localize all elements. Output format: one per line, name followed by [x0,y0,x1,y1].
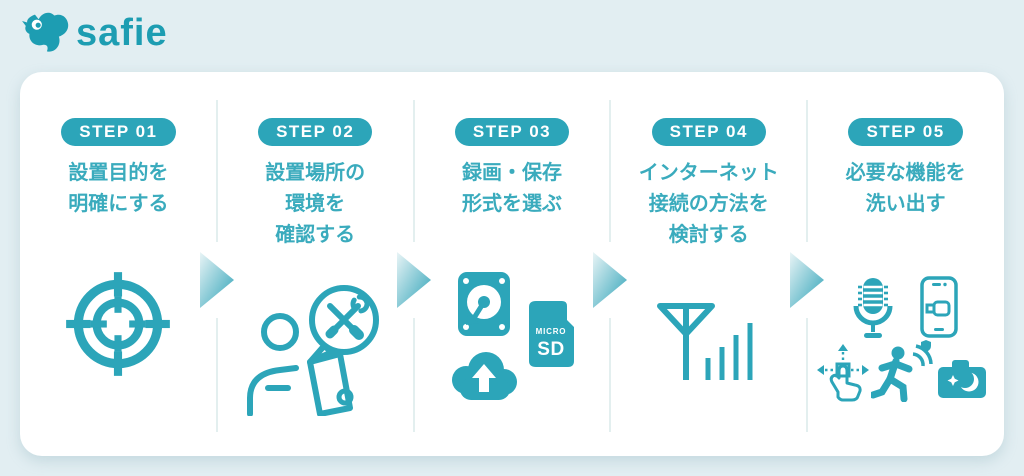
step-column-2: STEP 02 設置場所の 環境を 確認する [217,72,431,456]
divider [215,318,218,432]
step-3-title: 録画・保存 形式を選ぶ [461,162,562,215]
target-icon [58,264,178,384]
microphone-icon [851,278,895,340]
cloud-upload-icon [446,348,522,400]
next-step-arrow-icon [788,250,826,310]
divider [806,318,809,432]
step-1-badge: STEP 01 [61,118,176,146]
divider [609,318,612,432]
site-survey-icon [240,278,390,416]
next-step-arrow-icon [395,250,433,310]
pan-gesture-icon [815,340,871,402]
smartphone-camera-icon [920,276,958,338]
next-step-arrow-icon [591,250,629,310]
hdd-icon [457,272,510,336]
divider [215,100,218,242]
motion-detection-icon [871,340,933,402]
antenna-signal-icon [656,300,762,384]
microsd-icon: MICRO SD [526,300,576,368]
divider [412,318,415,432]
svg-text:SD: SD [538,339,565,360]
divider [412,100,415,242]
step-2-badge: STEP 02 [258,118,373,146]
svg-text:MICRO: MICRO [536,327,567,336]
step-column-3: STEP 03 録画・保存 形式を選ぶ MICR [414,72,628,456]
step-5-badge: STEP 05 [848,118,963,146]
logo-wordmark: safie [76,12,168,54]
step-column-1: STEP 01 設置目的を 明確にする [20,72,234,456]
step-3-badge: STEP 03 [454,118,570,146]
step-2-title: 設置場所の 環境を 確認する [265,162,366,246]
step-4-title: インターネット 接続の方法を 検討する [638,162,779,246]
safie-bird-icon [22,10,70,56]
next-step-arrow-icon [198,250,236,310]
step-column-5: STEP 05 必要な機能を 洗い出す [807,72,1004,456]
divider [609,100,612,242]
night-vision-camera-icon [937,360,986,398]
step-1-title: 設置目的を 明確にする [68,162,169,215]
step-5-title: 必要な機能を 洗い出す [845,162,966,215]
step-column-4: STEP 04 インターネット 接続の方法を 検討する [610,72,825,456]
step-4-badge: STEP 04 [651,118,766,146]
safie-logo: safie [22,10,168,56]
steps-card: STEP 01 設置目的を 明確にする [20,72,1004,456]
divider [806,100,809,242]
